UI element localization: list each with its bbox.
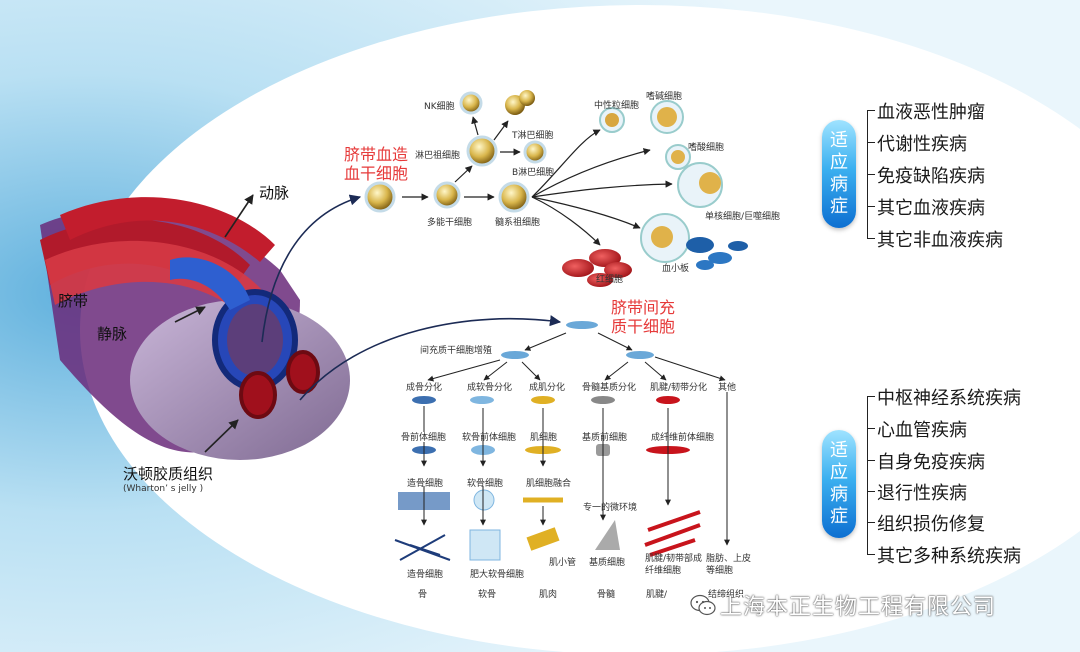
label-tendon-fibroblast: 肌腱/韧带部成纤维细胞	[645, 554, 703, 576]
label-stromal-cell: 基质细胞	[589, 558, 626, 568]
indication-tissue-repair: 组织损伤修复	[877, 514, 985, 535]
label-fat-epithelium: 脂肪、上皮等细胞	[706, 554, 752, 576]
hematopoietic-cells	[364, 90, 748, 287]
label-tendon: 肌腱/韧带分化	[650, 383, 708, 393]
indication-hematologic-malignancy: 血液恶性肿瘤	[877, 102, 985, 123]
indication-immunodeficiency: 免疫缺陷疾病	[877, 166, 985, 187]
label-osteogenic: 成骨分化	[406, 383, 443, 393]
title-hematopoietic-stem-cells: 脐带血造血干细胞	[343, 145, 408, 183]
indication-other-blood-disease: 其它血液疾病	[877, 198, 985, 219]
label-fibroblast-progenitor: 成纤维前体细胞	[651, 433, 715, 443]
label-myeloid-progenitor: 髓系祖细胞	[495, 218, 541, 228]
indication-metabolic-disease: 代谢性疾病	[877, 134, 967, 155]
tissue-connective: 结缔组织	[708, 590, 745, 600]
indication-multi-system: 其它多种系统疾病	[877, 546, 1021, 567]
indication-degenerative: 退行性疾病	[877, 483, 967, 504]
watermark-company: 上海本正生物工程有限公司	[720, 595, 997, 620]
indication-cns-disease: 中枢神经系统疾病	[877, 388, 1021, 409]
label-osteoblast: 造骨细胞	[407, 479, 444, 489]
label-myoblast-fusion: 肌细胞融合	[526, 479, 572, 489]
label-osteoprogenitor: 骨前体细胞	[401, 433, 447, 443]
indication-autoimmune: 自身免疫疾病	[877, 452, 985, 473]
label-lymphoid-progenitor: 淋巴祖细胞	[415, 151, 461, 161]
mesenchymal-arrows	[421, 332, 730, 546]
mesenchymal-cells	[394, 321, 701, 561]
tissue-cartilage: 软骨	[478, 590, 497, 600]
label-b-cell: B淋巴细胞	[512, 168, 555, 178]
label-red-blood-cell: 红细胞	[596, 275, 624, 285]
label-eosinophil: 嗜酸细胞	[688, 143, 725, 153]
label-osteocyte: 造骨细胞	[407, 570, 444, 580]
hematopoietic-arrows	[402, 116, 673, 246]
title-mesenchymal-stem-cells: 脐带间充质干细胞	[610, 298, 675, 336]
label-wharton-jelly-en: (Wharton’ s jelly )	[123, 484, 204, 494]
label-specific-microenvironment: 专一的微环境	[583, 503, 638, 513]
label-wharton-jelly: 沃顿胶质组织	[123, 465, 214, 483]
label-nk-cell: NK细胞	[424, 102, 455, 112]
indication-other-non-blood-disease: 其它非血液疾病	[877, 230, 1003, 251]
label-myoblast: 肌细胞	[530, 433, 558, 443]
label-vein: 静脉	[97, 325, 128, 343]
label-platelet: 血小板	[662, 264, 690, 274]
label-t-cell: T淋巴细胞	[512, 131, 554, 141]
label-myotube: 肌小管	[549, 558, 577, 568]
tissue-tendon: 肌腱/	[646, 590, 668, 600]
label-other: 其他	[718, 383, 737, 393]
label-hypertrophic-chondrocyte: 肥大软骨细胞	[470, 570, 525, 580]
umbilical-cord-illustration	[40, 197, 350, 460]
tissue-marrow: 骨髓	[597, 590, 616, 600]
label-stromal: 骨髓基质分化	[582, 383, 637, 393]
label-chondrocyte: 软骨细胞	[467, 479, 504, 489]
label-artery: 动脉	[259, 184, 290, 202]
label-chondroprogenitor: 软骨前体细胞	[462, 433, 517, 443]
tissue-muscle: 肌肉	[539, 590, 558, 600]
label-stromal-progenitor: 基质前细胞	[582, 433, 628, 443]
label-umbilical-cord: 脐带	[58, 292, 89, 310]
label-monocyte-macrophage: 单核细胞/巨噬细胞	[705, 212, 781, 222]
label-msc-proliferation: 间充质干细胞增殖	[420, 346, 493, 356]
bracket-bottom	[867, 396, 868, 554]
indications-badge-bottom: 适应病症	[822, 430, 856, 538]
label-basophil: 嗜碱细胞	[646, 92, 683, 102]
wechat-icon	[690, 594, 716, 616]
label-neutrophil: 中性粒细胞	[594, 101, 640, 111]
label-multipotent-stem-cell: 多能干细胞	[427, 218, 473, 228]
label-chondrogenic: 成软骨分化	[467, 383, 513, 393]
tissue-bone: 骨	[418, 590, 428, 600]
label-myogenic: 成肌分化	[529, 383, 566, 393]
indications-badge-top: 适应病症	[822, 120, 856, 228]
indication-cardiovascular: 心血管疾病	[877, 420, 967, 441]
